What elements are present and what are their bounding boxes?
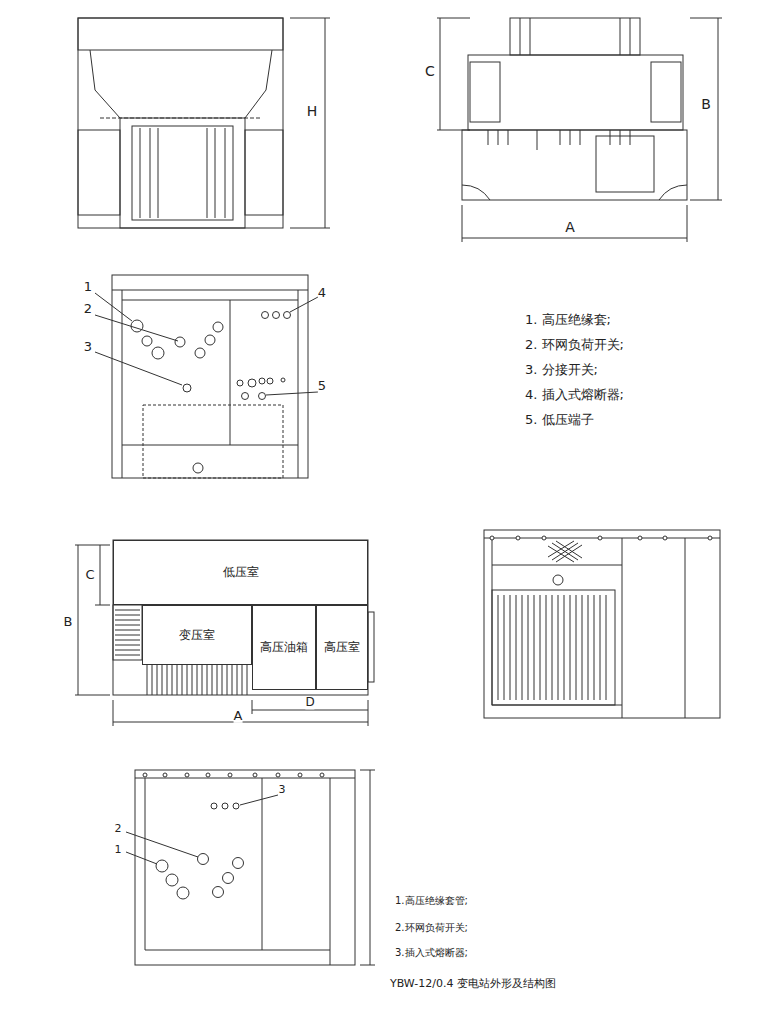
note-text: 2.环网负荷开关; <box>395 922 468 933</box>
dimension-label: D <box>305 696 314 709</box>
room-box: 高压室 <box>316 605 368 690</box>
note-text: 1.高压绝缘套管; <box>395 895 468 906</box>
note-text: 5. 低压端子 <box>525 413 594 427</box>
room-label: 低压室 <box>223 564 259 581</box>
room-box: 高压油箱 <box>252 605 316 690</box>
room-label: 高压油箱 <box>260 639 308 656</box>
note-text: 4. 插入式熔断器; <box>525 388 624 402</box>
room-box: 低压室 <box>113 540 368 605</box>
dimension-label: 4 <box>318 286 326 300</box>
dimension-label: 1 <box>84 280 92 294</box>
dimension-label: 3 <box>279 784 286 796</box>
dimension-label: 3 <box>84 340 92 354</box>
dimension-label: B <box>701 97 711 112</box>
note-text: 2. 环网负荷开关; <box>525 338 624 352</box>
dimension-label: 1 <box>115 844 122 856</box>
dimension-label: A <box>565 220 575 235</box>
figure-caption: YBW-12/0.4 变电站外形及结构图 <box>390 978 556 990</box>
note-text: 1. 高压绝缘套; <box>525 313 611 327</box>
dimension-label: 2 <box>84 302 92 316</box>
dimension-label: H <box>307 104 318 119</box>
room-label: 变压室 <box>179 627 215 644</box>
room-box: 变压室 <box>142 605 252 665</box>
note-text: 3. 分接开关; <box>525 363 598 377</box>
room-label: 高压室 <box>324 639 360 656</box>
dimension-label: 2 <box>115 823 122 835</box>
dimension-label: C <box>85 568 94 582</box>
dimension-label: A <box>234 709 243 723</box>
dimension-label: C <box>425 64 435 79</box>
note-text: 3.插入式熔断器; <box>395 947 468 958</box>
dimension-label: 5 <box>318 379 326 393</box>
dimension-label: B <box>64 615 73 629</box>
